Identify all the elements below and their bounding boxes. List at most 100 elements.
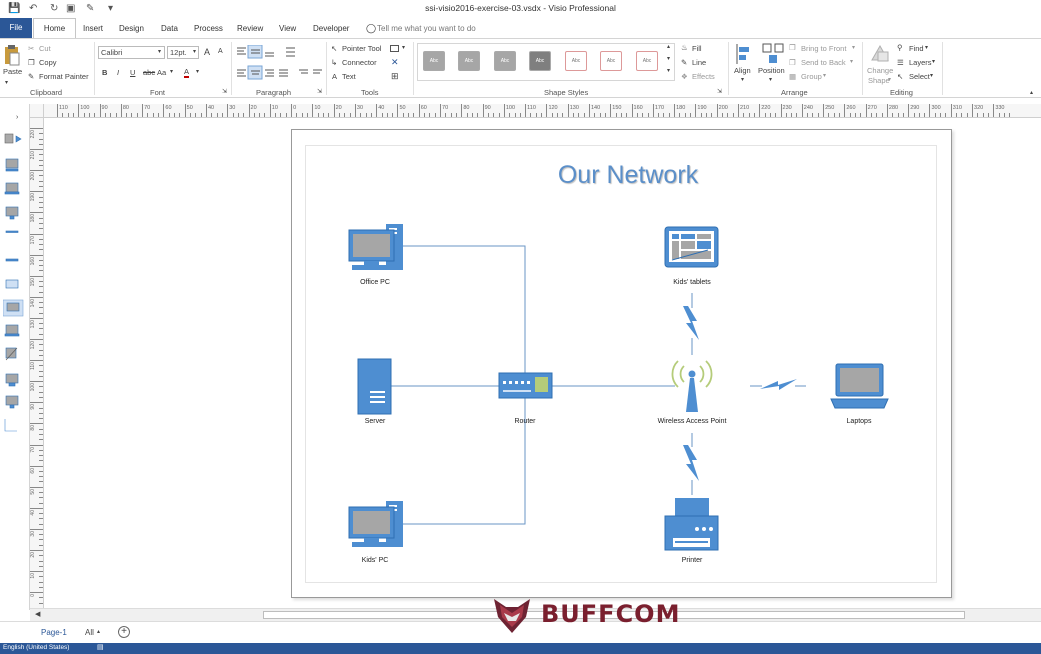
shape-style-3[interactable]: Abc xyxy=(494,51,516,71)
all-pages-button[interactable]: All xyxy=(85,628,94,637)
chevron-down-icon[interactable]: ▾ xyxy=(850,59,854,65)
tab-view[interactable]: View xyxy=(279,24,297,33)
language-status[interactable]: English (United States) xyxy=(3,644,70,651)
shape-style-6[interactable]: Abc xyxy=(600,51,622,71)
macro-record-icon[interactable]: ▤ xyxy=(97,644,104,651)
gallery-more-icon[interactable]: ▾ xyxy=(667,68,671,74)
paste-icon[interactable] xyxy=(4,44,20,66)
save-icon[interactable]: 💾 xyxy=(8,3,21,14)
effects-icon[interactable]: ❖ xyxy=(681,72,688,81)
bold-button[interactable]: B xyxy=(102,68,108,77)
add-page-button[interactable]: + xyxy=(118,626,130,638)
effects-button[interactable]: Effects xyxy=(692,72,715,81)
kids-tablets-label[interactable]: Kids' tablets xyxy=(673,279,711,286)
chevron-down-icon[interactable]: ▾ xyxy=(741,77,745,83)
underline-button[interactable]: U xyxy=(130,68,136,77)
copy-button[interactable]: Copy xyxy=(39,58,57,67)
paste-button[interactable]: Paste xyxy=(3,67,23,76)
server-icon[interactable] xyxy=(357,358,392,415)
line-button[interactable]: Line xyxy=(692,58,707,67)
rectangle-tool-icon[interactable] xyxy=(390,45,399,52)
shape-styles-dialog-launcher-icon[interactable]: ⇲ xyxy=(717,89,723,95)
tab-developer[interactable]: Developer xyxy=(313,24,350,33)
connection-point-icon[interactable]: ⊞ xyxy=(391,71,399,81)
font-family-select[interactable]: Calibri ▾ xyxy=(98,46,165,59)
italic-button[interactable]: I xyxy=(117,68,120,77)
scroll-left-icon[interactable]: ◀ xyxy=(35,611,41,618)
chevron-down-icon[interactable]: ▾ xyxy=(196,69,200,75)
font-color-button[interactable]: A xyxy=(184,67,190,78)
change-shape-icon[interactable] xyxy=(869,43,891,63)
layers-icon[interactable]: ☰ xyxy=(897,58,904,67)
align-button[interactable]: Align xyxy=(734,66,751,75)
change-case-button[interactable]: Aa xyxy=(157,68,167,77)
tab-review[interactable]: Review xyxy=(237,24,264,33)
find-icon[interactable]: ⚲ xyxy=(897,43,903,52)
shrink-font-button[interactable]: A xyxy=(218,48,223,55)
gallery-scroll-up-icon[interactable]: ▴ xyxy=(667,44,671,50)
expand-shapes-icon[interactable]: › xyxy=(16,114,19,121)
redo-icon[interactable]: ↻ xyxy=(50,3,59,14)
tell-me-input[interactable]: Tell me what you want to do xyxy=(377,24,476,33)
paragraph-align-icons[interactable] xyxy=(235,45,325,85)
connector-button[interactable]: Connector xyxy=(342,58,377,67)
office-pc-icon[interactable] xyxy=(348,224,403,270)
chevron-down-icon[interactable]: ▾ xyxy=(402,45,406,51)
strikethrough-button[interactable]: abc xyxy=(143,68,156,77)
position-icon[interactable] xyxy=(762,43,784,65)
touch-mode-icon[interactable]: ▣ xyxy=(66,3,76,14)
bring-to-front-button[interactable]: Bring to Front xyxy=(801,44,847,53)
chevron-down-icon[interactable]: ▾ xyxy=(769,77,773,83)
gallery-scroll-down-icon[interactable]: ▾ xyxy=(667,56,671,62)
send-back-icon[interactable]: ❐ xyxy=(789,58,796,67)
chevron-down-icon[interactable]: ▾ xyxy=(170,69,174,75)
office-pc-label[interactable]: Office PC xyxy=(360,279,390,286)
kids-pc-icon[interactable] xyxy=(348,501,403,547)
shape-style-5[interactable]: Abc xyxy=(565,51,587,71)
horizontal-scrollbar[interactable]: ◀ xyxy=(30,608,1041,621)
chevron-down-icon[interactable]: ▾ xyxy=(930,73,934,79)
copy-icon[interactable]: ❐ xyxy=(28,58,35,67)
format-painter-icon[interactable]: ✎ xyxy=(28,72,35,81)
tab-insert[interactable]: Insert xyxy=(83,24,104,33)
chevron-up-icon[interactable]: ▴ xyxy=(97,629,101,635)
grow-font-button[interactable]: A xyxy=(204,47,211,57)
chevron-down-icon[interactable]: ▾ xyxy=(852,45,856,51)
align-icon[interactable] xyxy=(735,44,751,64)
tab-design[interactable]: Design xyxy=(119,24,144,33)
select-button[interactable]: Select xyxy=(909,72,930,81)
presenter-icon[interactable]: ✎ xyxy=(86,3,95,14)
change-shape-label-line1[interactable]: Change xyxy=(867,66,894,75)
pointer-icon[interactable]: ↖ xyxy=(331,44,338,53)
connector-icon[interactable]: ↳ xyxy=(331,58,338,67)
undo-icon[interactable]: ↶ xyxy=(29,3,38,14)
wireless-access-point-label[interactable]: Wireless Access Point xyxy=(657,418,727,425)
router-icon[interactable] xyxy=(498,372,553,399)
wireless-bolts[interactable] xyxy=(683,306,797,481)
printer-label[interactable]: Printer xyxy=(681,557,703,564)
layers-button[interactable]: Layers xyxy=(909,58,932,67)
diagram-container[interactable] xyxy=(305,145,937,583)
format-painter-button[interactable]: Format Painter xyxy=(39,72,89,81)
font-size-select[interactable]: 12pt. ▾ xyxy=(167,46,199,59)
tab-home[interactable]: Home xyxy=(33,18,76,38)
scrollbar-thumb[interactable] xyxy=(263,611,965,619)
page-tab-page1[interactable]: Page-1 xyxy=(41,628,67,637)
shape-style-1[interactable]: Abc xyxy=(423,51,445,71)
customize-qat-icon[interactable]: ▾ xyxy=(108,3,114,14)
send-to-back-button[interactable]: Send to Back xyxy=(801,58,846,67)
kids-pc-label[interactable]: Kids' PC xyxy=(361,557,389,564)
shape-style-4[interactable]: Abc xyxy=(529,51,551,71)
group-button[interactable]: Group xyxy=(801,72,822,81)
find-button[interactable]: Find xyxy=(909,44,924,53)
stencil-icons[interactable] xyxy=(3,130,27,440)
collapse-ribbon-icon[interactable]: ▴ xyxy=(1030,90,1034,96)
server-label[interactable]: Server xyxy=(364,418,386,425)
change-shape-label-line2[interactable]: Shape xyxy=(868,76,890,85)
connector-lines[interactable] xyxy=(391,245,806,525)
chevron-down-icon[interactable]: ▾ xyxy=(823,73,827,79)
cut-icon[interactable]: ✂ xyxy=(28,44,35,53)
close-shape-icon[interactable]: ✕ xyxy=(391,57,399,67)
